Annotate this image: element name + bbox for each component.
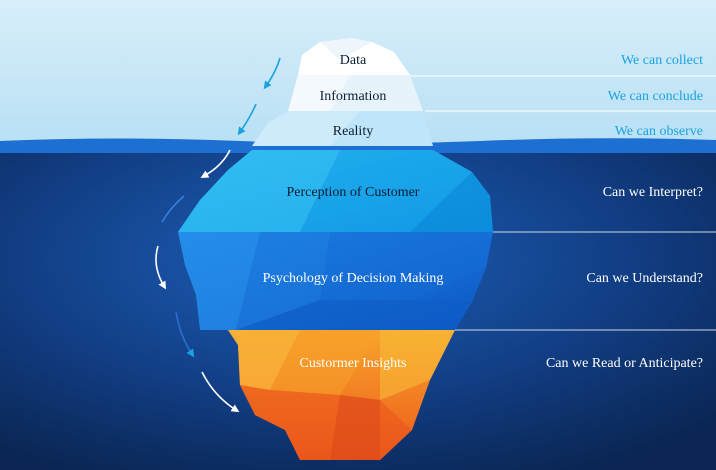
question-understand: Can we Understand? [586,271,703,286]
question-conclude: We can conclude [608,89,703,104]
question-interpret: Can we Interpret? [603,185,703,200]
arrow-down-1 [263,57,281,90]
layer-label-insights: Custormer Insights [300,356,407,371]
question-observe: We can observe [615,124,703,139]
layer-label-psychology: Psychology of Decision Making [263,271,444,286]
arrow-down-5 [155,245,167,290]
arrow-down-3 [200,149,231,178]
question-anticipate: Can we Read or Anticipate? [546,356,703,371]
layer-label-data: Data [340,53,367,68]
arrow-down-2 [237,103,257,136]
arrow-down-6 [175,311,195,358]
layer-label-perception: Perception of Customer [287,185,420,200]
question-collect: We can collect [621,53,703,68]
arrow-down-7 [201,371,240,413]
arrow-down-4 [161,195,185,223]
layer-label-information: Information [320,89,387,104]
layer-label-reality: Reality [333,124,373,139]
